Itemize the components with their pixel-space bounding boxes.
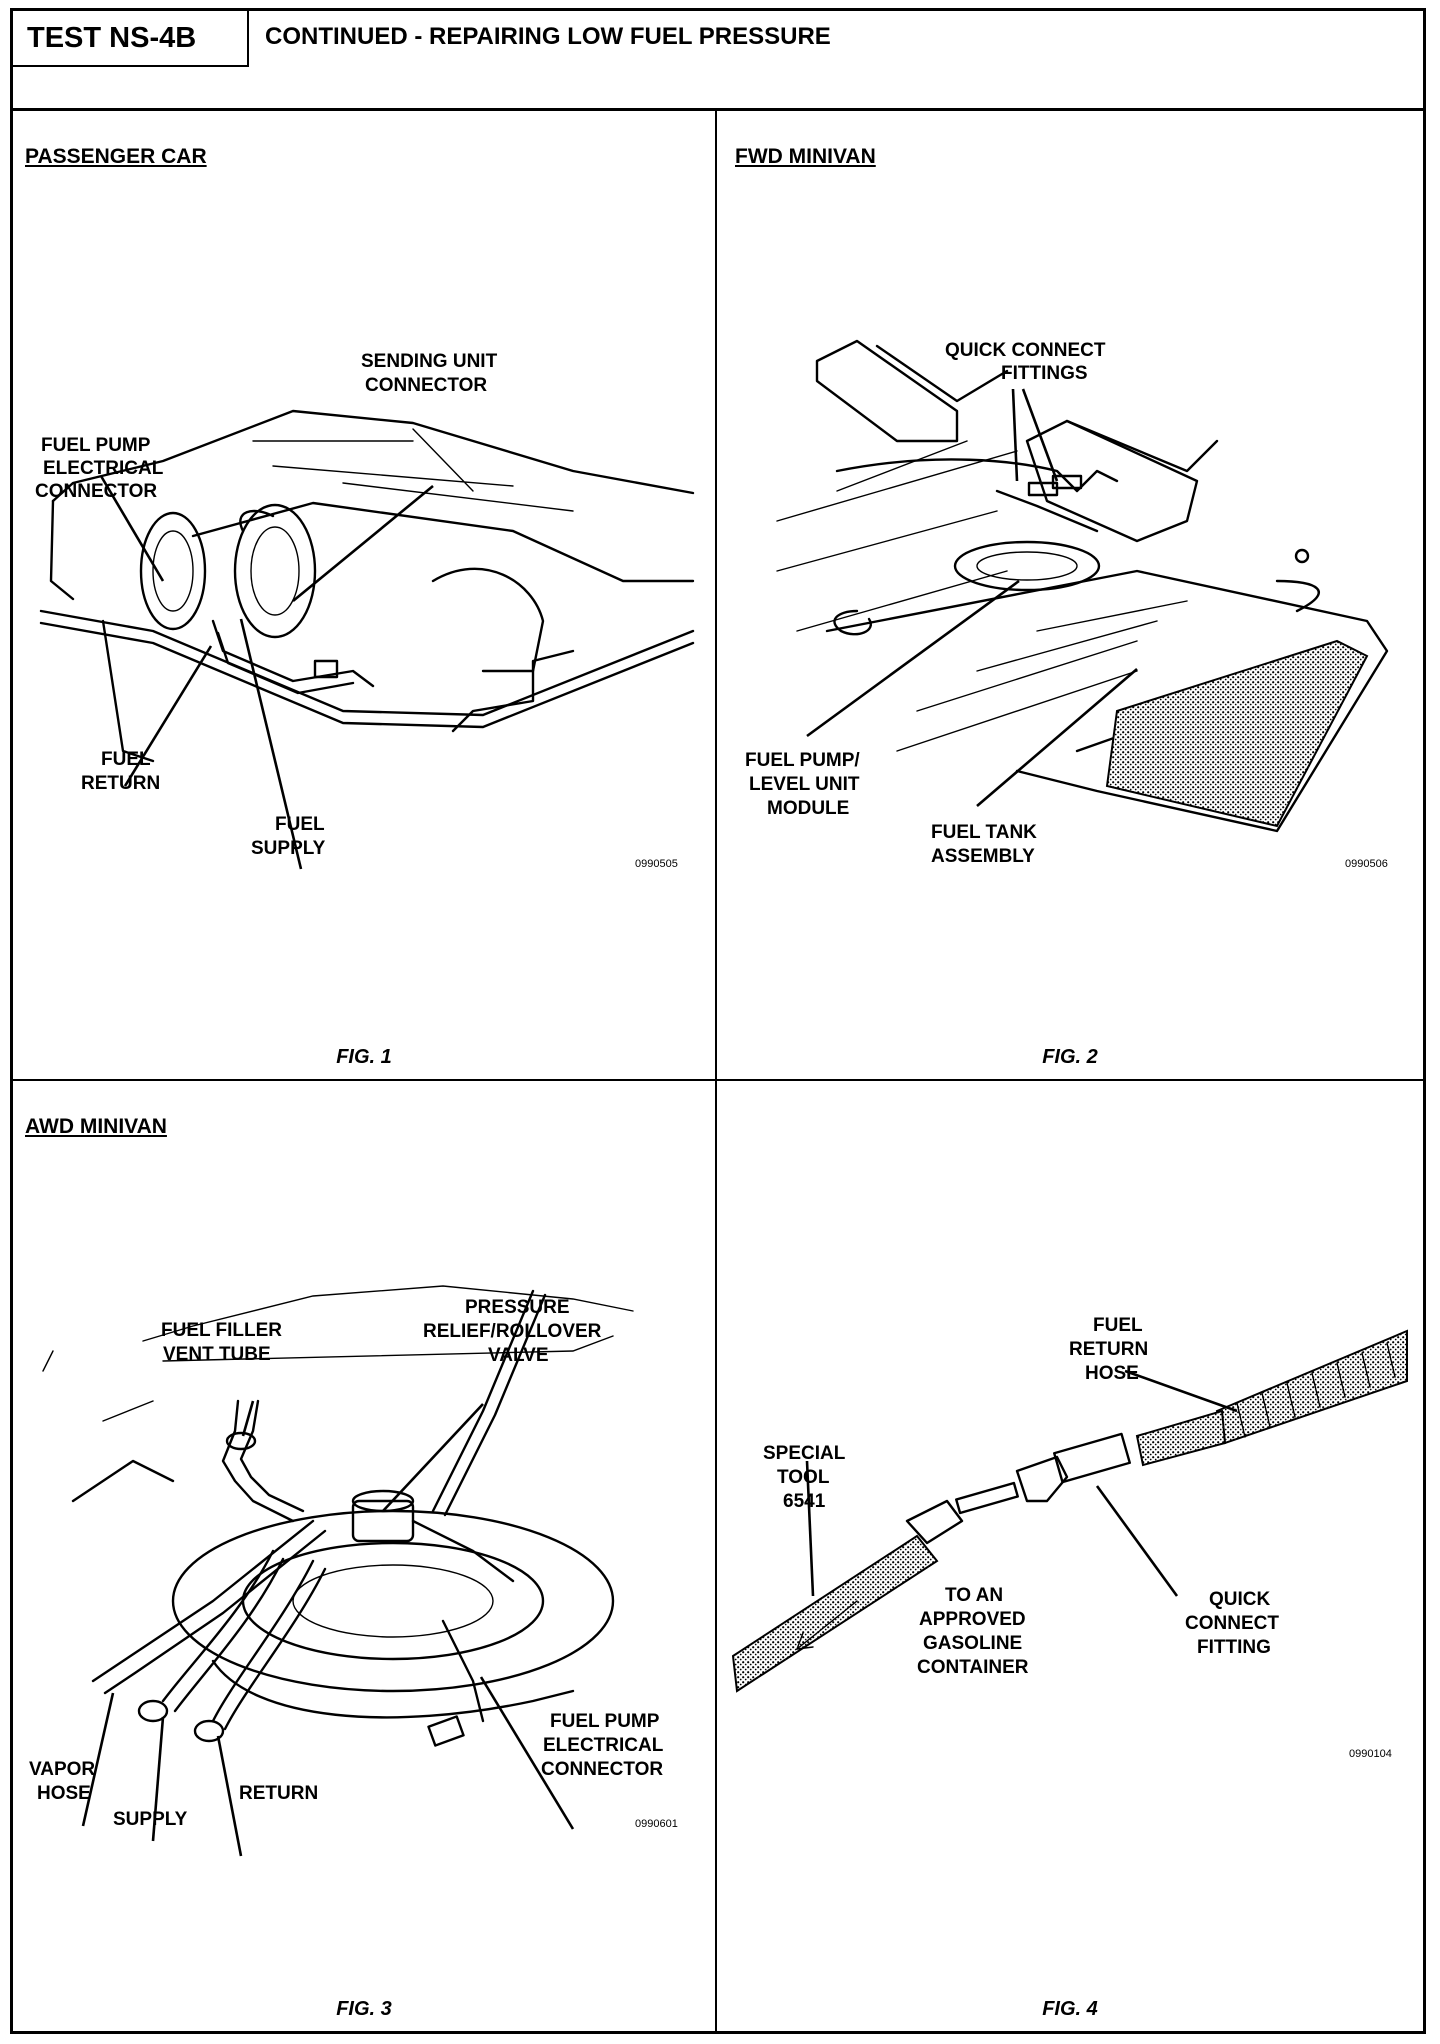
fig4-code: 0990104 — [1349, 1748, 1392, 1760]
fig4-label-fuel: FUEL — [1093, 1315, 1143, 1336]
fig3-label-valve: VALVE — [488, 1345, 549, 1366]
panel-fwd-minivan: FWD MINIVAN — [717, 111, 1423, 1081]
fig4-label-container: CONTAINER — [917, 1657, 1029, 1678]
panel-special-tool: FUEL RETURN HOSE SPECIAL TOOL 6541 TO AN… — [717, 1081, 1423, 2031]
fig4-label-quick: QUICK — [1209, 1589, 1271, 1610]
fig1-label-sending-unit: SENDING UNIT — [361, 351, 498, 372]
fig2-label-quick-connect: QUICK CONNECT — [945, 340, 1106, 361]
fig1-label-electrical: ELECTRICAL — [43, 458, 164, 479]
fig2-label-assembly: ASSEMBLY — [931, 846, 1035, 867]
fig4-label-6541: 6541 — [783, 1491, 826, 1512]
fig3-label-connector: CONNECTOR — [541, 1759, 663, 1780]
fig2-label-fittings: FITTINGS — [1001, 363, 1088, 384]
fig2-label-fuel-pump: FUEL PUMP/ — [745, 750, 860, 771]
fig4-label-approved: APPROVED — [919, 1609, 1026, 1630]
panel-awd-minivan: AWD MINIVAN — [13, 1081, 717, 2031]
fig2-drawing: QUICK CONNECT FITTINGS FUEL PUMP/ LEVEL … — [745, 339, 1389, 870]
fig2-label-level-unit: LEVEL UNIT — [749, 774, 860, 795]
header: TEST NS-4B CONTINUED - REPAIRING LOW FUE… — [13, 11, 1423, 111]
fig2-label-fuel-tank: FUEL TANK — [931, 822, 1037, 843]
figure-caption: FIG. 3 — [336, 1998, 392, 2020]
fig1-label-connector: CONNECTOR — [35, 481, 157, 502]
fig3-label-fuel-filler: FUEL FILLER — [161, 1320, 282, 1341]
fig3-label-relief-rollover: RELIEF/ROLLOVER — [423, 1321, 602, 1342]
fig1-drawing: FUEL PUMP ELECTRICAL CONNECTOR SENDING U… — [35, 351, 695, 870]
figure-caption: FIG. 4 — [1042, 1998, 1098, 2020]
test-title: CONTINUED - REPAIRING LOW FUEL PRESSURE — [265, 23, 831, 50]
page-frame: TEST NS-4B CONTINUED - REPAIRING LOW FUE… — [10, 8, 1426, 2034]
fig4-label-to-an: TO AN — [945, 1585, 1003, 1606]
fig4-drawing: FUEL RETURN HOSE SPECIAL TOOL 6541 TO AN… — [731, 1315, 1408, 1760]
fig1-label-sending-connector: CONNECTOR — [365, 375, 487, 396]
fig3-code: 0990601 — [635, 1818, 678, 1830]
fig3-label-return: RETURN — [239, 1783, 318, 1804]
fig2-code: 0990506 — [1345, 858, 1388, 870]
fig4-label-tool: TOOL — [777, 1467, 830, 1488]
fig4-label-hose: HOSE — [1085, 1363, 1139, 1384]
fig1-code: 0990505 — [635, 858, 678, 870]
fig3-drawing: FUEL FILLER VENT TUBE PRESSURE RELIEF/RO… — [29, 1285, 678, 1857]
panel-title: PASSENGER CAR — [25, 145, 207, 168]
fig1-label-fuel-return-1: FUEL — [101, 749, 151, 770]
fig2-label-module: MODULE — [767, 798, 849, 819]
fig3-label-fuel-pump: FUEL PUMP — [550, 1711, 660, 1732]
fig1-label-fuel-return-2: RETURN — [81, 773, 160, 794]
figure-caption: FIG. 2 — [1042, 1046, 1098, 1068]
figure-caption: FIG. 1 — [336, 1046, 392, 1068]
fig3-label-hose: HOSE — [37, 1783, 91, 1804]
panel-title: FWD MINIVAN — [735, 145, 876, 168]
fig1-label-fuel-pump: FUEL PUMP — [41, 435, 151, 456]
fig1-label-fuel-supply-2: SUPPLY — [251, 838, 326, 859]
fig3-label-vent-tube: VENT TUBE — [163, 1344, 271, 1365]
fig3-label-vapor: VAPOR — [29, 1759, 95, 1780]
fig3-label-electrical: ELECTRICAL — [543, 1735, 664, 1756]
panel-passenger-car: PASSENGER CAR — [13, 111, 717, 1081]
fig3-label-supply: SUPPLY — [113, 1809, 188, 1830]
panel-title: AWD MINIVAN — [25, 1115, 167, 1138]
fig4-label-special: SPECIAL — [763, 1443, 846, 1464]
fig4-label-return: RETURN — [1069, 1339, 1148, 1360]
fig4-label-gasoline: GASOLINE — [923, 1633, 1022, 1654]
test-id: TEST NS-4B — [13, 11, 249, 67]
fig3-label-pressure: PRESSURE — [465, 1297, 570, 1318]
fig4-label-connect: CONNECT — [1185, 1613, 1279, 1634]
fig1-label-fuel-supply-1: FUEL — [275, 814, 325, 835]
fig4-label-fitting: FITTING — [1197, 1637, 1271, 1658]
